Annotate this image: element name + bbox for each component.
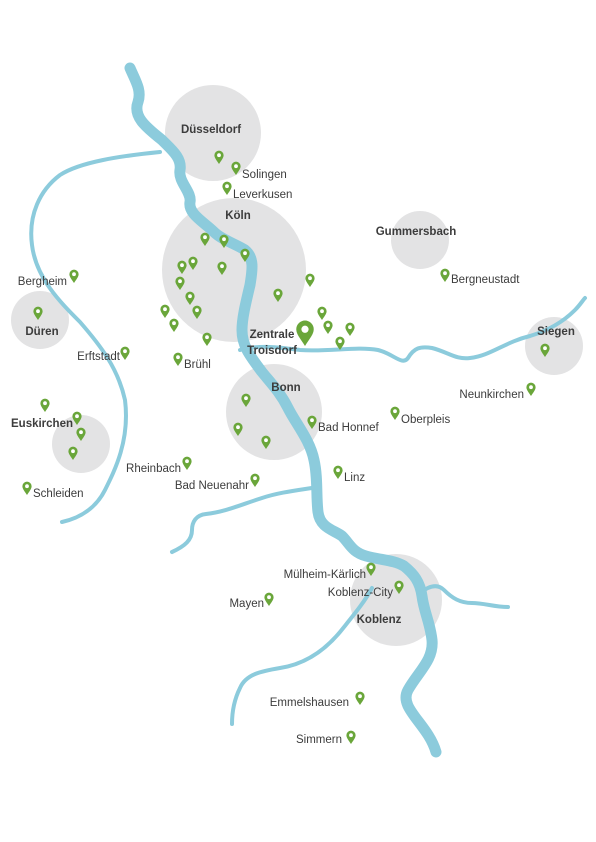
map-pin-icon[interactable] [222,181,232,195]
river-lahn [418,584,510,609]
map-pin-icon[interactable] [173,352,183,366]
headquarters-pin-icon[interactable] [296,320,314,346]
map-pin-icon[interactable] [390,406,400,420]
region-duesseldorf [165,85,261,181]
river-mosel [230,586,374,726]
map-pin-icon[interactable] [120,346,130,360]
regions [11,85,583,646]
location-label: Emmelshausen [270,697,349,709]
region-euskirchen [52,415,110,473]
map-pin-icon[interactable] [202,332,212,346]
location-label: Mülheim-Kärlich [284,569,366,581]
location-label: Simmern [296,734,342,746]
rivers [29,62,587,758]
map-pin-icon[interactable] [169,318,179,332]
region-gummersbach [391,211,449,269]
location-label: Koblenz-City [328,587,393,599]
region-bonn [226,364,322,460]
region-label-bonn: Bonn [271,382,300,394]
river-rhine [124,62,442,758]
location-label: Bergneustadt [451,274,520,286]
map-pin-icon[interactable] [323,320,333,334]
map-pin-icon[interactable] [317,306,327,320]
region-label-euskirchen: Euskirchen [11,418,73,430]
map-pin-icon[interactable] [346,730,356,744]
map-pin-icon[interactable] [333,465,343,479]
river-wupper [29,150,162,524]
location-label: Linz [344,472,365,484]
map-pin-icon[interactable] [69,269,79,283]
map-pin-icon[interactable] [250,473,260,487]
location-labels: Solingen Leverkusen Bergneustadt Berghei… [18,169,524,746]
location-label: Schleiden [33,488,84,500]
location-label: Rheinbach [126,463,181,475]
region-label-koblenz: Koblenz [357,614,402,626]
headquarters-label-line1: Zentrale [250,329,295,341]
location-label: Solingen [242,169,287,181]
location-label: Mayen [229,598,264,610]
region-labels: Düsseldorf Köln Gummersbach Düren Bonn E… [11,124,575,626]
headquarters-label: Zentrale Troisdorf [247,329,297,357]
river-sieg [238,296,587,363]
map-pin-icon[interactable] [160,304,170,318]
location-label: Bergheim [18,276,67,288]
region-label-siegen: Siegen [537,326,575,338]
region-dueren [11,291,69,349]
location-label: Erftstadt [77,351,121,363]
location-label: Brühl [184,359,211,371]
region-label-dueren: Düren [25,326,58,338]
headquarters-label-line2: Troisdorf [247,345,297,357]
location-label: Bad Neuenahr [175,480,249,492]
map-pin-icon[interactable] [182,456,192,470]
region-label-gummersbach: Gummersbach [376,226,457,238]
river-ahr [170,485,320,554]
map-pin-icon[interactable] [305,273,315,287]
map-pin-icon[interactable] [526,382,536,396]
location-label: Neunkirchen [459,389,524,401]
region-label-koeln: Köln [225,210,251,222]
map-pin-icon[interactable] [345,322,355,336]
location-label: Bad Honnef [318,422,380,434]
map-pin-icon[interactable] [22,481,32,495]
map-pin-icon[interactable] [440,268,450,282]
map-pin-icon[interactable] [40,398,50,412]
location-label: Oberpleis [401,414,450,426]
map-pin-icon[interactable] [264,592,274,606]
region-label-duesseldorf: Düsseldorf [181,124,241,136]
location-label: Leverkusen [233,189,292,201]
map-pin-icon[interactable] [355,691,365,705]
